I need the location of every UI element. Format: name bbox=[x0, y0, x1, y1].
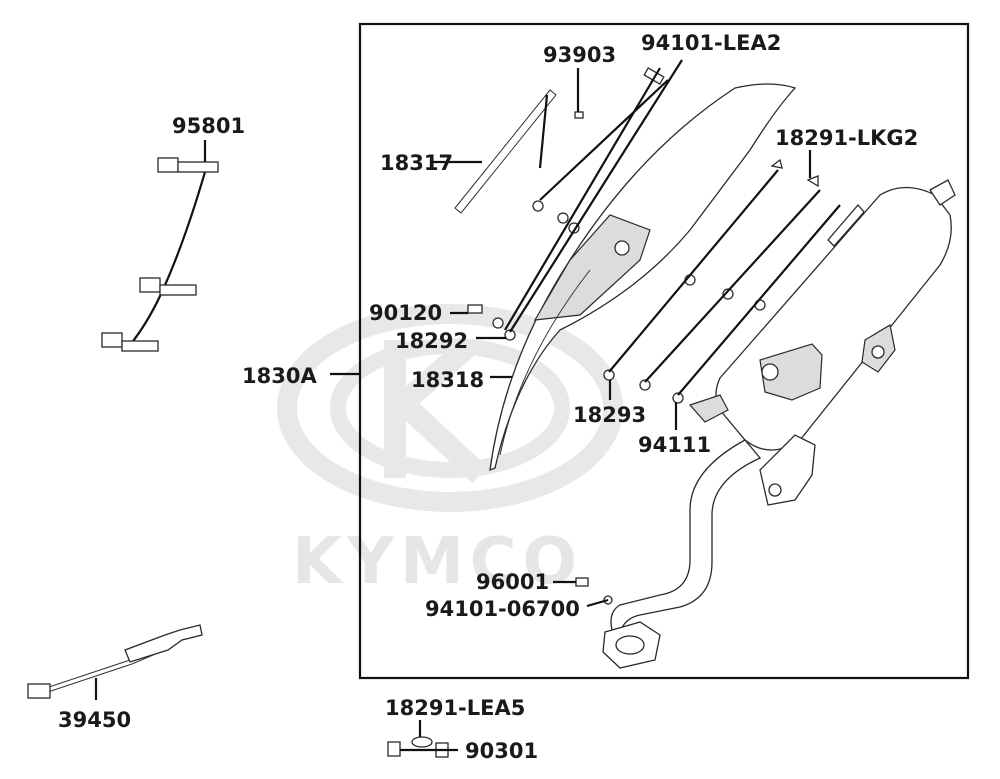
label-94101-06700: 94101-06700 bbox=[425, 597, 580, 621]
gasket-and-nuts bbox=[387, 720, 458, 758]
label-90301: 90301 bbox=[465, 739, 538, 763]
label-96001: 96001 bbox=[476, 570, 549, 594]
label-94101-lea2: 94101-LEA2 bbox=[641, 31, 781, 55]
label-18291-lkg2: 18291-LKG2 bbox=[775, 126, 918, 150]
assembly-frame bbox=[358, 22, 970, 680]
heat-guard-strip bbox=[454, 89, 557, 214]
label-18291-lea5: 18291-LEA5 bbox=[385, 696, 525, 720]
heat-guard bbox=[489, 83, 797, 472]
label-95801: 95801 bbox=[172, 114, 245, 138]
watermark-brand: KYMCO bbox=[292, 525, 583, 599]
label-39450: 39450 bbox=[58, 708, 131, 732]
label-94111: 94111 bbox=[638, 433, 711, 457]
label-18292: 18292 bbox=[395, 329, 468, 353]
muffler-assembly bbox=[602, 179, 956, 669]
oxygen-sensor bbox=[27, 624, 203, 700]
label-18318: 18318 bbox=[411, 368, 484, 392]
label-18293: 18293 bbox=[573, 403, 646, 427]
label-90120: 90120 bbox=[369, 301, 442, 325]
label-1830a: 1830A bbox=[242, 364, 317, 388]
bolts-95801 bbox=[101, 140, 219, 352]
leader-lines bbox=[330, 59, 841, 608]
label-18317: 18317 bbox=[380, 151, 453, 175]
label-93903: 93903 bbox=[543, 43, 616, 67]
